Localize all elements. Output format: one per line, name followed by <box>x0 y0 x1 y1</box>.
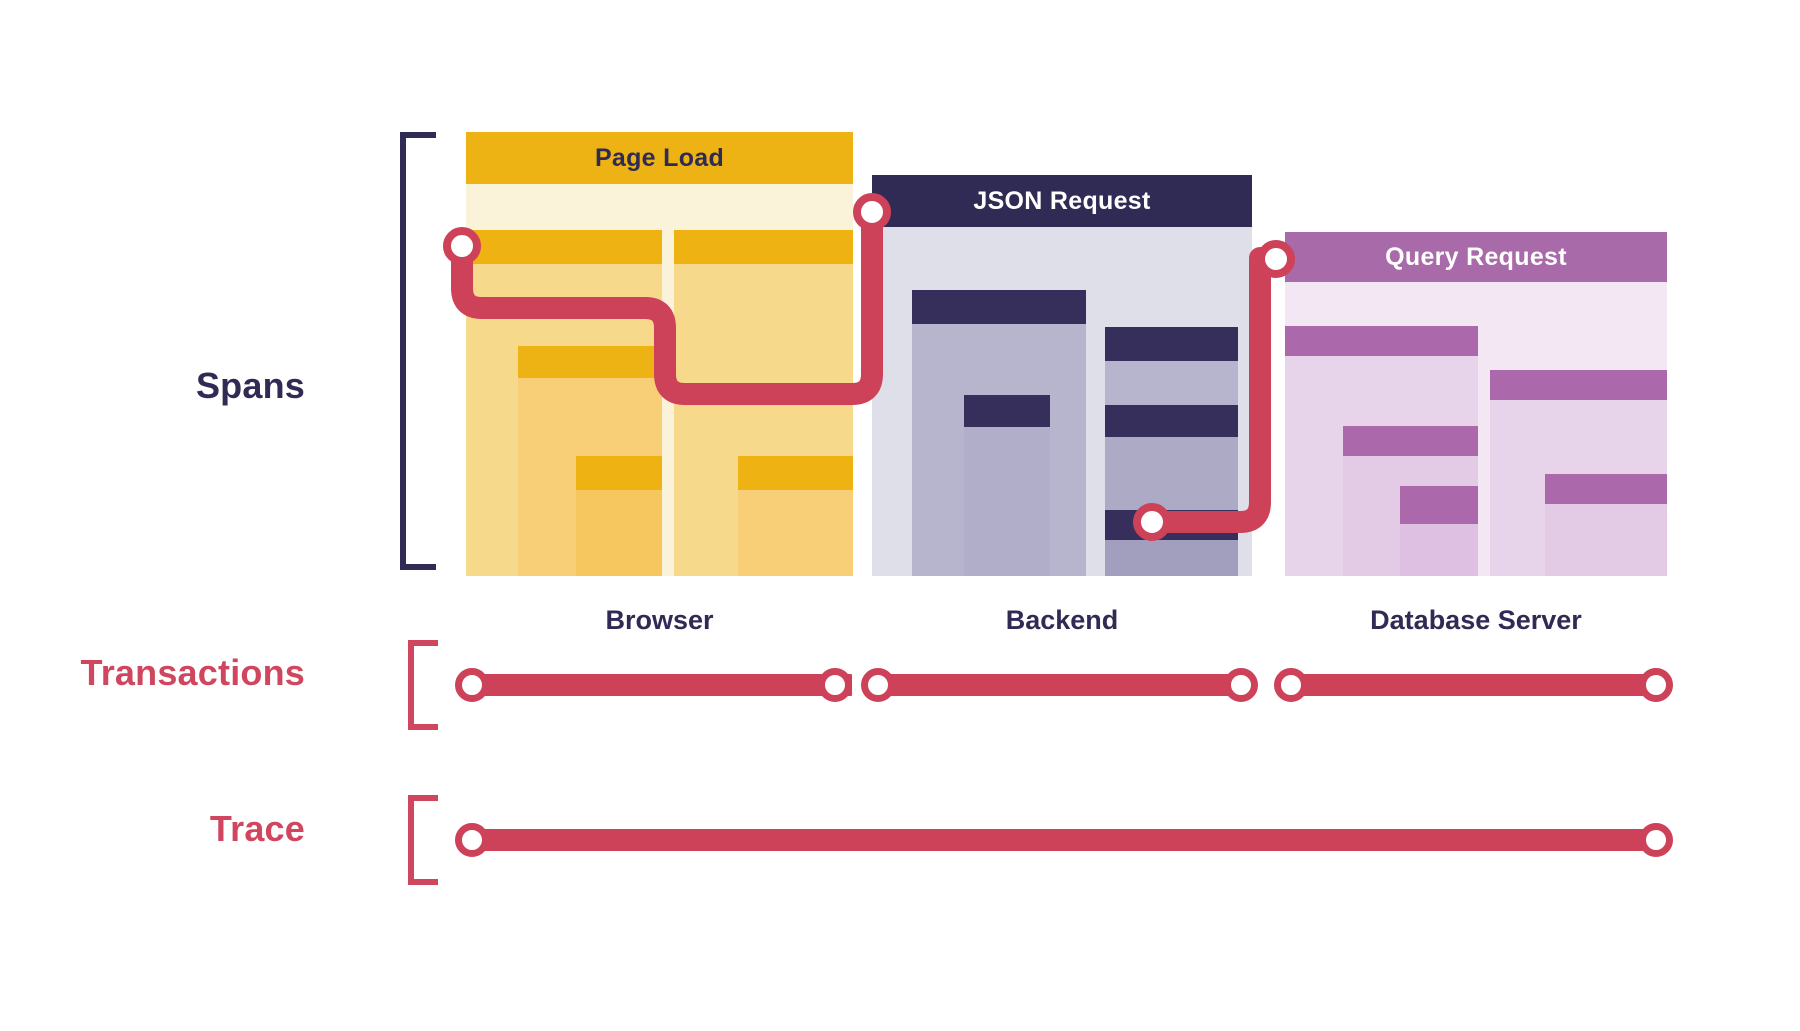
span-group-body-backend <box>872 227 1252 576</box>
span-body <box>964 427 1050 576</box>
row-label-spans: Spans <box>195 365 305 406</box>
transaction-node-browser-end[interactable] <box>818 668 852 702</box>
span-bar-page-load-leaf <box>576 456 662 576</box>
span-cap <box>1400 486 1478 524</box>
transaction-bar-backend[interactable] <box>872 674 1252 696</box>
trace-node-end[interactable] <box>1639 823 1673 857</box>
span-cap <box>466 230 662 264</box>
transaction-node-database-start[interactable] <box>1274 668 1308 702</box>
span-cap <box>1545 474 1667 504</box>
bracket-spans <box>400 132 436 570</box>
span-cap <box>1105 327 1238 361</box>
transaction-bar-browser[interactable] <box>466 674 852 696</box>
span-cap <box>1285 326 1478 356</box>
span-bar-query-request-grandchild-b <box>1545 474 1667 576</box>
transaction-node-backend-start[interactable] <box>861 668 895 702</box>
span-body <box>1105 540 1238 576</box>
span-cap <box>1490 370 1667 400</box>
trace-bar[interactable] <box>466 829 1667 851</box>
span-body <box>576 490 662 576</box>
span-cap <box>912 290 1086 324</box>
span-bar-json-request-deep-leaf <box>1105 510 1238 576</box>
transaction-bar-database[interactable] <box>1285 674 1667 696</box>
transaction-node-browser-start[interactable] <box>455 668 489 702</box>
span-group-header-label-browser: Page Load <box>594 143 725 172</box>
span-group-backend: JSON Request <box>872 175 1252 576</box>
span-cap <box>1105 405 1238 437</box>
span-group-header-browser: Page Load <box>466 132 853 184</box>
span-group-body-database <box>1285 282 1667 576</box>
platform-label-browser: Browser <box>605 605 714 635</box>
span-group-body-browser <box>466 184 853 576</box>
span-bar-query-request-leaf <box>1400 486 1478 576</box>
span-cap <box>1105 510 1238 540</box>
span-body <box>738 490 853 576</box>
span-group-browser: Page Load <box>466 132 853 576</box>
span-cap <box>964 395 1050 427</box>
span-group-header-backend: JSON Request <box>872 175 1252 227</box>
span-group-database: Query Request <box>1285 232 1667 576</box>
span-cap <box>576 456 662 490</box>
span-cap <box>518 346 662 378</box>
transaction-node-backend-end[interactable] <box>1224 668 1258 702</box>
span-cap <box>1343 426 1478 456</box>
span-bar-page-load-grandchild-b <box>738 456 853 576</box>
platform-label-database: Database Server <box>1370 605 1582 635</box>
bracket-trace <box>408 795 438 885</box>
platform-label-backend: Backend <box>1005 605 1119 635</box>
span-group-header-label-backend: JSON Request <box>973 186 1151 215</box>
span-body <box>1545 504 1667 576</box>
bracket-transactions <box>408 640 438 730</box>
span-cap <box>738 456 853 490</box>
row-label-trace: Trace <box>209 808 305 849</box>
span-cap <box>674 230 853 264</box>
span-body <box>1400 524 1478 576</box>
trace-node-start[interactable] <box>455 823 489 857</box>
transaction-node-database-end[interactable] <box>1639 668 1673 702</box>
row-label-transactions: Transactions <box>80 652 305 693</box>
span-group-header-database: Query Request <box>1285 232 1667 282</box>
span-bar-json-request-grandchild <box>964 395 1050 576</box>
span-group-header-label-database: Query Request <box>1385 242 1567 271</box>
